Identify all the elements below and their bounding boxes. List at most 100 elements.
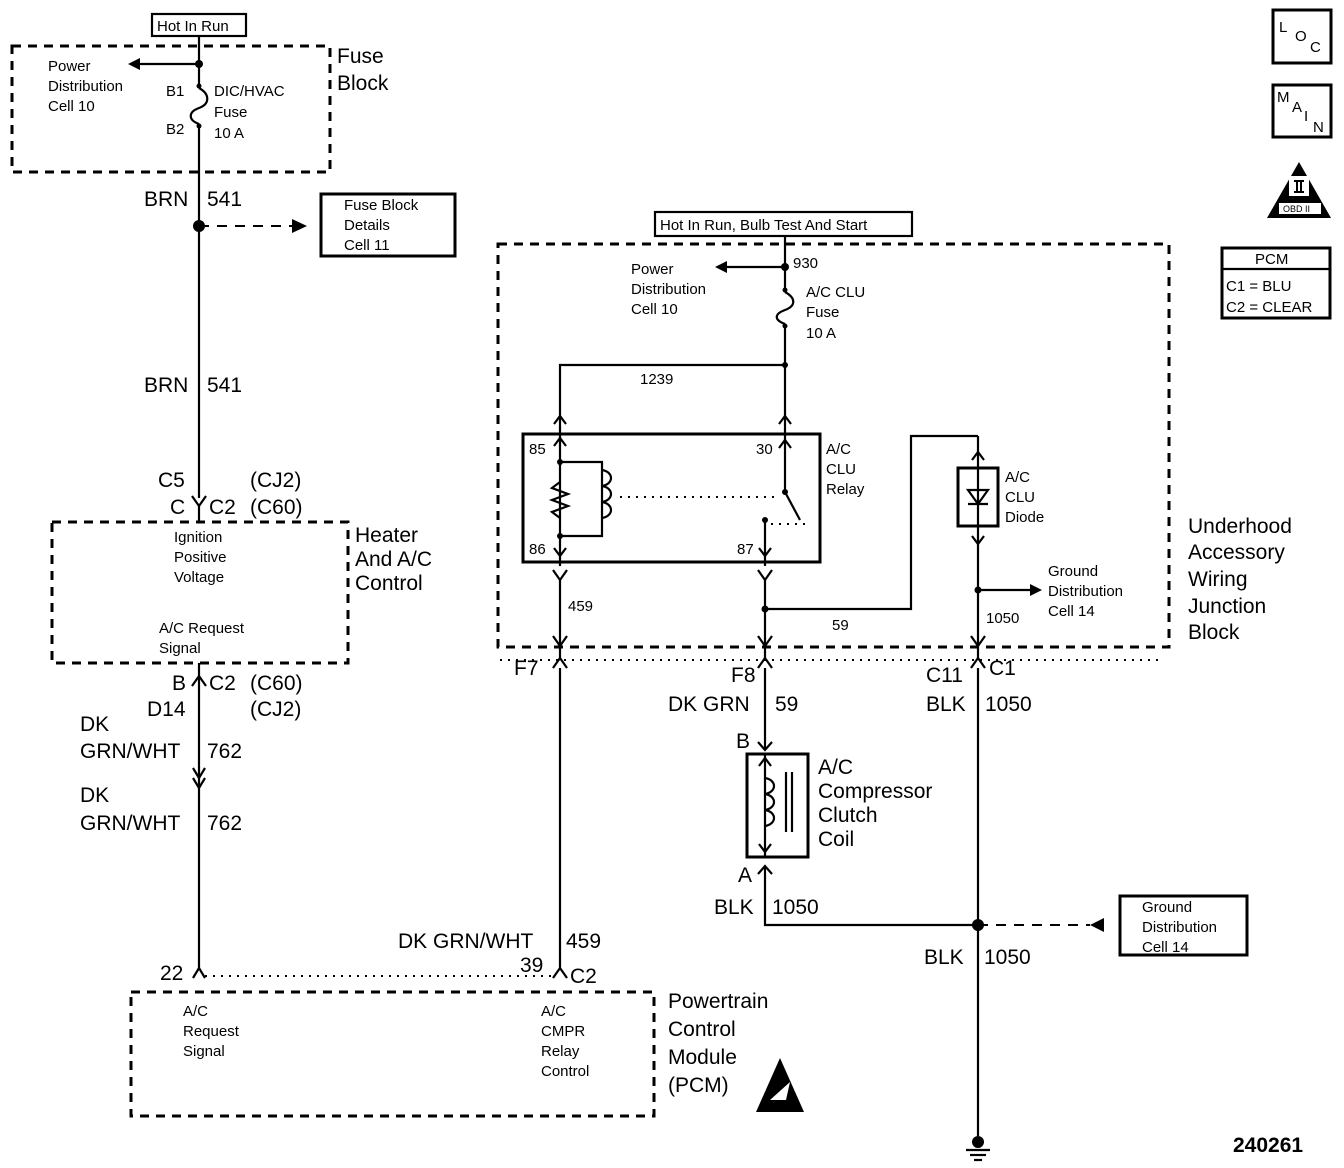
fb-power-dist-1: Power <box>48 58 91 75</box>
ac-clu-fuse-2: Fuse <box>806 304 839 321</box>
svg-text:OBD II: OBD II <box>1283 204 1310 214</box>
uajb-title-3: Wiring <box>1188 568 1248 591</box>
pcm-title-1: Powertrain <box>668 990 768 1013</box>
uajb-power-1: Power <box>631 261 674 278</box>
diode-icon <box>965 488 991 506</box>
wire-1050-bottom-color: BLK <box>924 946 964 969</box>
wire-1050-top-circuit: 1050 <box>985 693 1032 716</box>
pcm-request-1: A/C <box>183 1003 208 1020</box>
heater-ignition-2: Positive <box>174 549 227 566</box>
connector-c60-bottom: (C60) <box>250 672 303 695</box>
connector-b: B <box>172 672 186 695</box>
svg-text:M: M <box>1277 89 1290 106</box>
ground-dist-2-3: Cell 14 <box>1142 939 1189 956</box>
connector-cj2-top: (CJ2) <box>250 469 301 492</box>
pcm-request-2: Request <box>183 1023 240 1040</box>
wire-762-color-2a: DK <box>80 784 109 807</box>
connector-c5: C5 <box>158 469 185 492</box>
svg-text:I: I <box>1304 108 1308 125</box>
connector-c-top: C <box>170 496 185 519</box>
circuit-459: 459 <box>568 598 593 615</box>
esd-warning-icon <box>756 1058 804 1112</box>
wire-brn-color-1: BRN <box>144 188 188 211</box>
wire-762-circuit-1: 762 <box>207 740 242 763</box>
wire-459-circuit: 459 <box>566 930 601 953</box>
hot-in-run-label: Hot In Run <box>157 18 229 35</box>
compressor-label-4: Coil <box>818 828 854 851</box>
fuse-block-title-1: Fuse <box>337 45 384 68</box>
uajb-title-4: Junction <box>1188 595 1266 618</box>
pcm-cmpr-3: Relay <box>541 1043 580 1060</box>
ground-icon <box>972 1136 984 1148</box>
wire-blk-1050-a <box>763 866 978 927</box>
svg-text:A: A <box>1292 99 1302 116</box>
pcm-cmpr-1: A/C <box>541 1003 566 1020</box>
heater-request-2: Signal <box>159 640 201 657</box>
uajb-power-arrow-icon <box>715 261 727 273</box>
relay-pin-86: 86 <box>529 541 546 558</box>
relay-switch-icon <box>784 491 801 521</box>
fuse-block-details-box <box>319 192 457 258</box>
wire-1050a-color: BLK <box>714 896 754 919</box>
circuit-1050: 1050 <box>986 610 1019 627</box>
fb-term-b2: B2 <box>166 121 184 138</box>
connector-cj2-bottom: (CJ2) <box>250 698 301 721</box>
fb-power-dist-2: Distribution <box>48 78 123 95</box>
connector-c2-top: C2 <box>209 496 236 519</box>
heater-title-2: And A/C <box>355 548 432 571</box>
relay-label-3: Relay <box>826 481 865 498</box>
connector-c2-bottom: C2 <box>209 672 236 695</box>
heater-request-1: A/C Request <box>159 620 245 637</box>
wire-1050-top-color: BLK <box>926 693 966 716</box>
wire-brn-color-2: BRN <box>144 374 188 397</box>
uajb-title-1: Underhood <box>1188 515 1292 538</box>
uajb-title-5: Block <box>1188 621 1240 644</box>
connector-f7: F7 <box>514 657 539 680</box>
relay-coil-icon <box>601 468 613 520</box>
svg-text:C2 = CLEAR: C2 = CLEAR <box>1226 299 1312 316</box>
ac-clu-fuse-icon <box>775 291 795 326</box>
ground-dist-arrow-icon <box>1030 584 1042 596</box>
dic-fuse-label-2: Fuse <box>214 104 247 121</box>
compressor-coil-icon <box>764 776 776 828</box>
wire-1050a-circuit: 1050 <box>772 896 819 919</box>
wire-brn-circuit-2: 541 <box>207 374 242 397</box>
dic-hvac-fuse-icon <box>189 87 209 126</box>
fb-power-arrow-icon <box>128 58 140 70</box>
wire-762-color-2b: GRN/WHT <box>80 812 180 835</box>
diode-label-1: A/C <box>1005 469 1030 486</box>
heater-title-3: Control <box>355 572 423 595</box>
wire-59-circuit: 59 <box>775 693 798 716</box>
pcm-request-3: Signal <box>183 1043 225 1060</box>
relay-pin-85: 85 <box>529 441 546 458</box>
fuse-details-arrow-icon <box>292 219 307 233</box>
uajb-term-930: 930 <box>793 255 818 272</box>
fuse-block-title-2: Block <box>337 72 389 95</box>
pcm-cmpr-2: CMPR <box>541 1023 585 1040</box>
obd-ii-icon: OBD II <box>1267 162 1331 218</box>
uajb-title-2: Accessory <box>1188 541 1285 564</box>
ac-clu-fuse-1: A/C CLU <box>806 284 865 301</box>
relay-label-1: A/C <box>826 441 851 458</box>
wire-brn-circuit-1: 541 <box>207 188 242 211</box>
relay-pin-87: 87 <box>737 541 754 558</box>
relay-resistor-icon <box>548 481 572 519</box>
uajb-ground-1: Ground <box>1048 563 1098 580</box>
relay-pin-30: 30 <box>756 441 773 458</box>
compressor-pin-a: A <box>738 864 752 887</box>
wire-762-color-1b: GRN/WHT <box>80 740 180 763</box>
svg-text:N: N <box>1313 119 1324 136</box>
svg-text:O: O <box>1295 28 1307 45</box>
fb-term-b1: B1 <box>166 83 184 100</box>
compressor-clutch-coil <box>745 752 810 859</box>
diode-label-2: CLU <box>1005 489 1035 506</box>
uajb-ground-3: Cell 14 <box>1048 603 1095 620</box>
pcm-title-4: (PCM) <box>668 1074 729 1097</box>
pcm-connector-legend: PCM C1 = BLU C2 = CLEAR <box>1220 246 1332 320</box>
compressor-pin-b: B <box>736 730 750 753</box>
svg-text:C: C <box>1310 39 1321 56</box>
fuse-details-2: Details <box>344 217 390 234</box>
compressor-label-3: Clutch <box>818 804 878 827</box>
svg-text:C1 = BLU: C1 = BLU <box>1226 278 1291 295</box>
